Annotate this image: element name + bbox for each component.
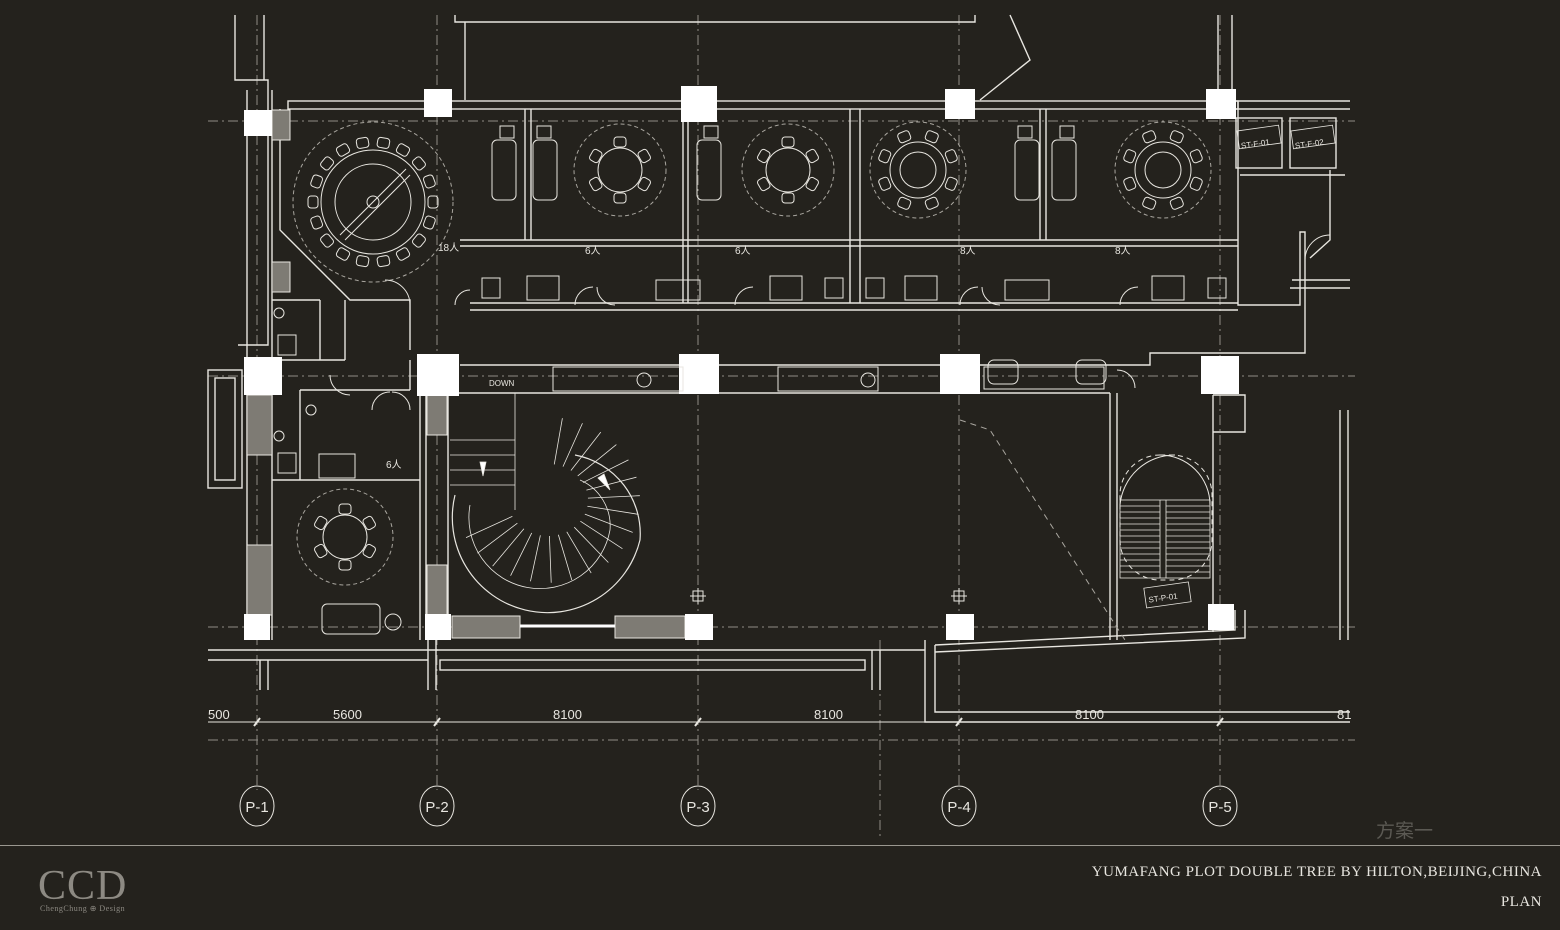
chair [422,214,437,231]
room-capacity-labels: 18人 6人 6人 8人 8人 6人 DOWN [386,242,1131,471]
chair [613,192,627,204]
project-title: YUMAFANG PLOT DOUBLE TREE BY HILTON,BEIJ… [1091,864,1542,880]
chair [804,147,821,165]
scheme-label: 方案一 [1376,820,1434,842]
chair [376,254,391,268]
chair [334,142,352,158]
capacity-label: 18人 [438,242,459,254]
chair [613,136,627,148]
chair [1188,148,1204,165]
chair [804,175,821,193]
chair [755,147,772,165]
logo-subtitle: ChengChung ⊕ Design [40,904,126,913]
grid-axis-labels: P-1 P-2 P-3 P-4 P-5 [245,799,1231,816]
chair [312,542,329,560]
chair [422,173,437,190]
dining-tables [273,121,1212,631]
dimension-value: 8100 [553,707,582,722]
chair [1122,175,1138,192]
chair [781,136,795,148]
chair [338,559,352,571]
chair [361,542,378,560]
capacity-label: 8人 [1115,245,1131,257]
dimension-value: 8100 [814,707,843,722]
egress-stair [1119,124,1336,609]
dimension-value: 81 [1337,707,1351,722]
dimension-line [208,717,1224,727]
capacity-label: 8人 [960,245,976,257]
chair [755,175,772,193]
grid-axis-label: P-5 [1208,799,1231,816]
glass-panels [246,109,686,639]
chairs [307,129,1204,571]
doors [329,234,1331,581]
chair [307,195,319,209]
chair [1141,129,1158,145]
stair-tag: ST-F-01 [1240,138,1270,151]
dimension-value: 8100 [1075,707,1104,722]
grid-axis-label: P-2 [425,799,448,816]
chair [334,246,352,262]
sheet-title: PLAN [1500,894,1542,910]
stair-tag: ST-P-01 [1148,592,1179,605]
structural-columns [244,86,1239,640]
chair [943,148,959,165]
stair-tag: ST-F-02 [1294,138,1324,151]
chair [1168,195,1185,211]
dimension-value: 500 [208,707,230,722]
title-block: CCD ChengChung ⊕ Design YUMAFANG PLOT DO… [0,845,1560,930]
chair [923,195,940,211]
chair [877,175,893,192]
chair [636,175,653,193]
lounge-furniture [277,125,1227,635]
chair [877,148,893,165]
grid-axis-label: P-4 [947,799,970,816]
chair [309,214,324,231]
grid-lines [208,15,1355,840]
chair [636,147,653,165]
grid-axis-bubbles [239,588,1238,827]
dimension-labels: 500 5600 8100 8100 8100 81 [208,707,1351,722]
chair [355,254,370,268]
chair [943,175,959,192]
chair [1188,175,1204,192]
spiral-stair [450,393,641,614]
walls [207,14,1350,723]
grid-axis-label: P-3 [686,799,709,816]
capacity-label: 6人 [585,245,601,257]
capacity-label: 6人 [735,245,751,257]
stair-direction-label: DOWN [489,379,515,388]
chair [1168,129,1185,145]
chair [361,514,378,532]
ccd-logo: CCD [38,863,128,909]
chair [781,192,795,204]
chair [355,136,370,150]
stair-tags: ST-F-01 ST-F-02 ST-P-01 [1148,138,1325,605]
chair [896,129,913,145]
chair [1141,195,1158,211]
chair [1122,148,1138,165]
chair [338,503,352,515]
chair [394,246,412,262]
chair [309,173,324,190]
dimension-value: 5600 [333,707,362,722]
chair [923,129,940,145]
chair [376,136,391,150]
chair [896,195,913,211]
chair [312,514,329,532]
capacity-label: 6人 [386,459,402,471]
chair [587,147,604,165]
grid-axis-label: P-1 [245,799,268,816]
chair [394,142,412,158]
chair [587,175,604,193]
